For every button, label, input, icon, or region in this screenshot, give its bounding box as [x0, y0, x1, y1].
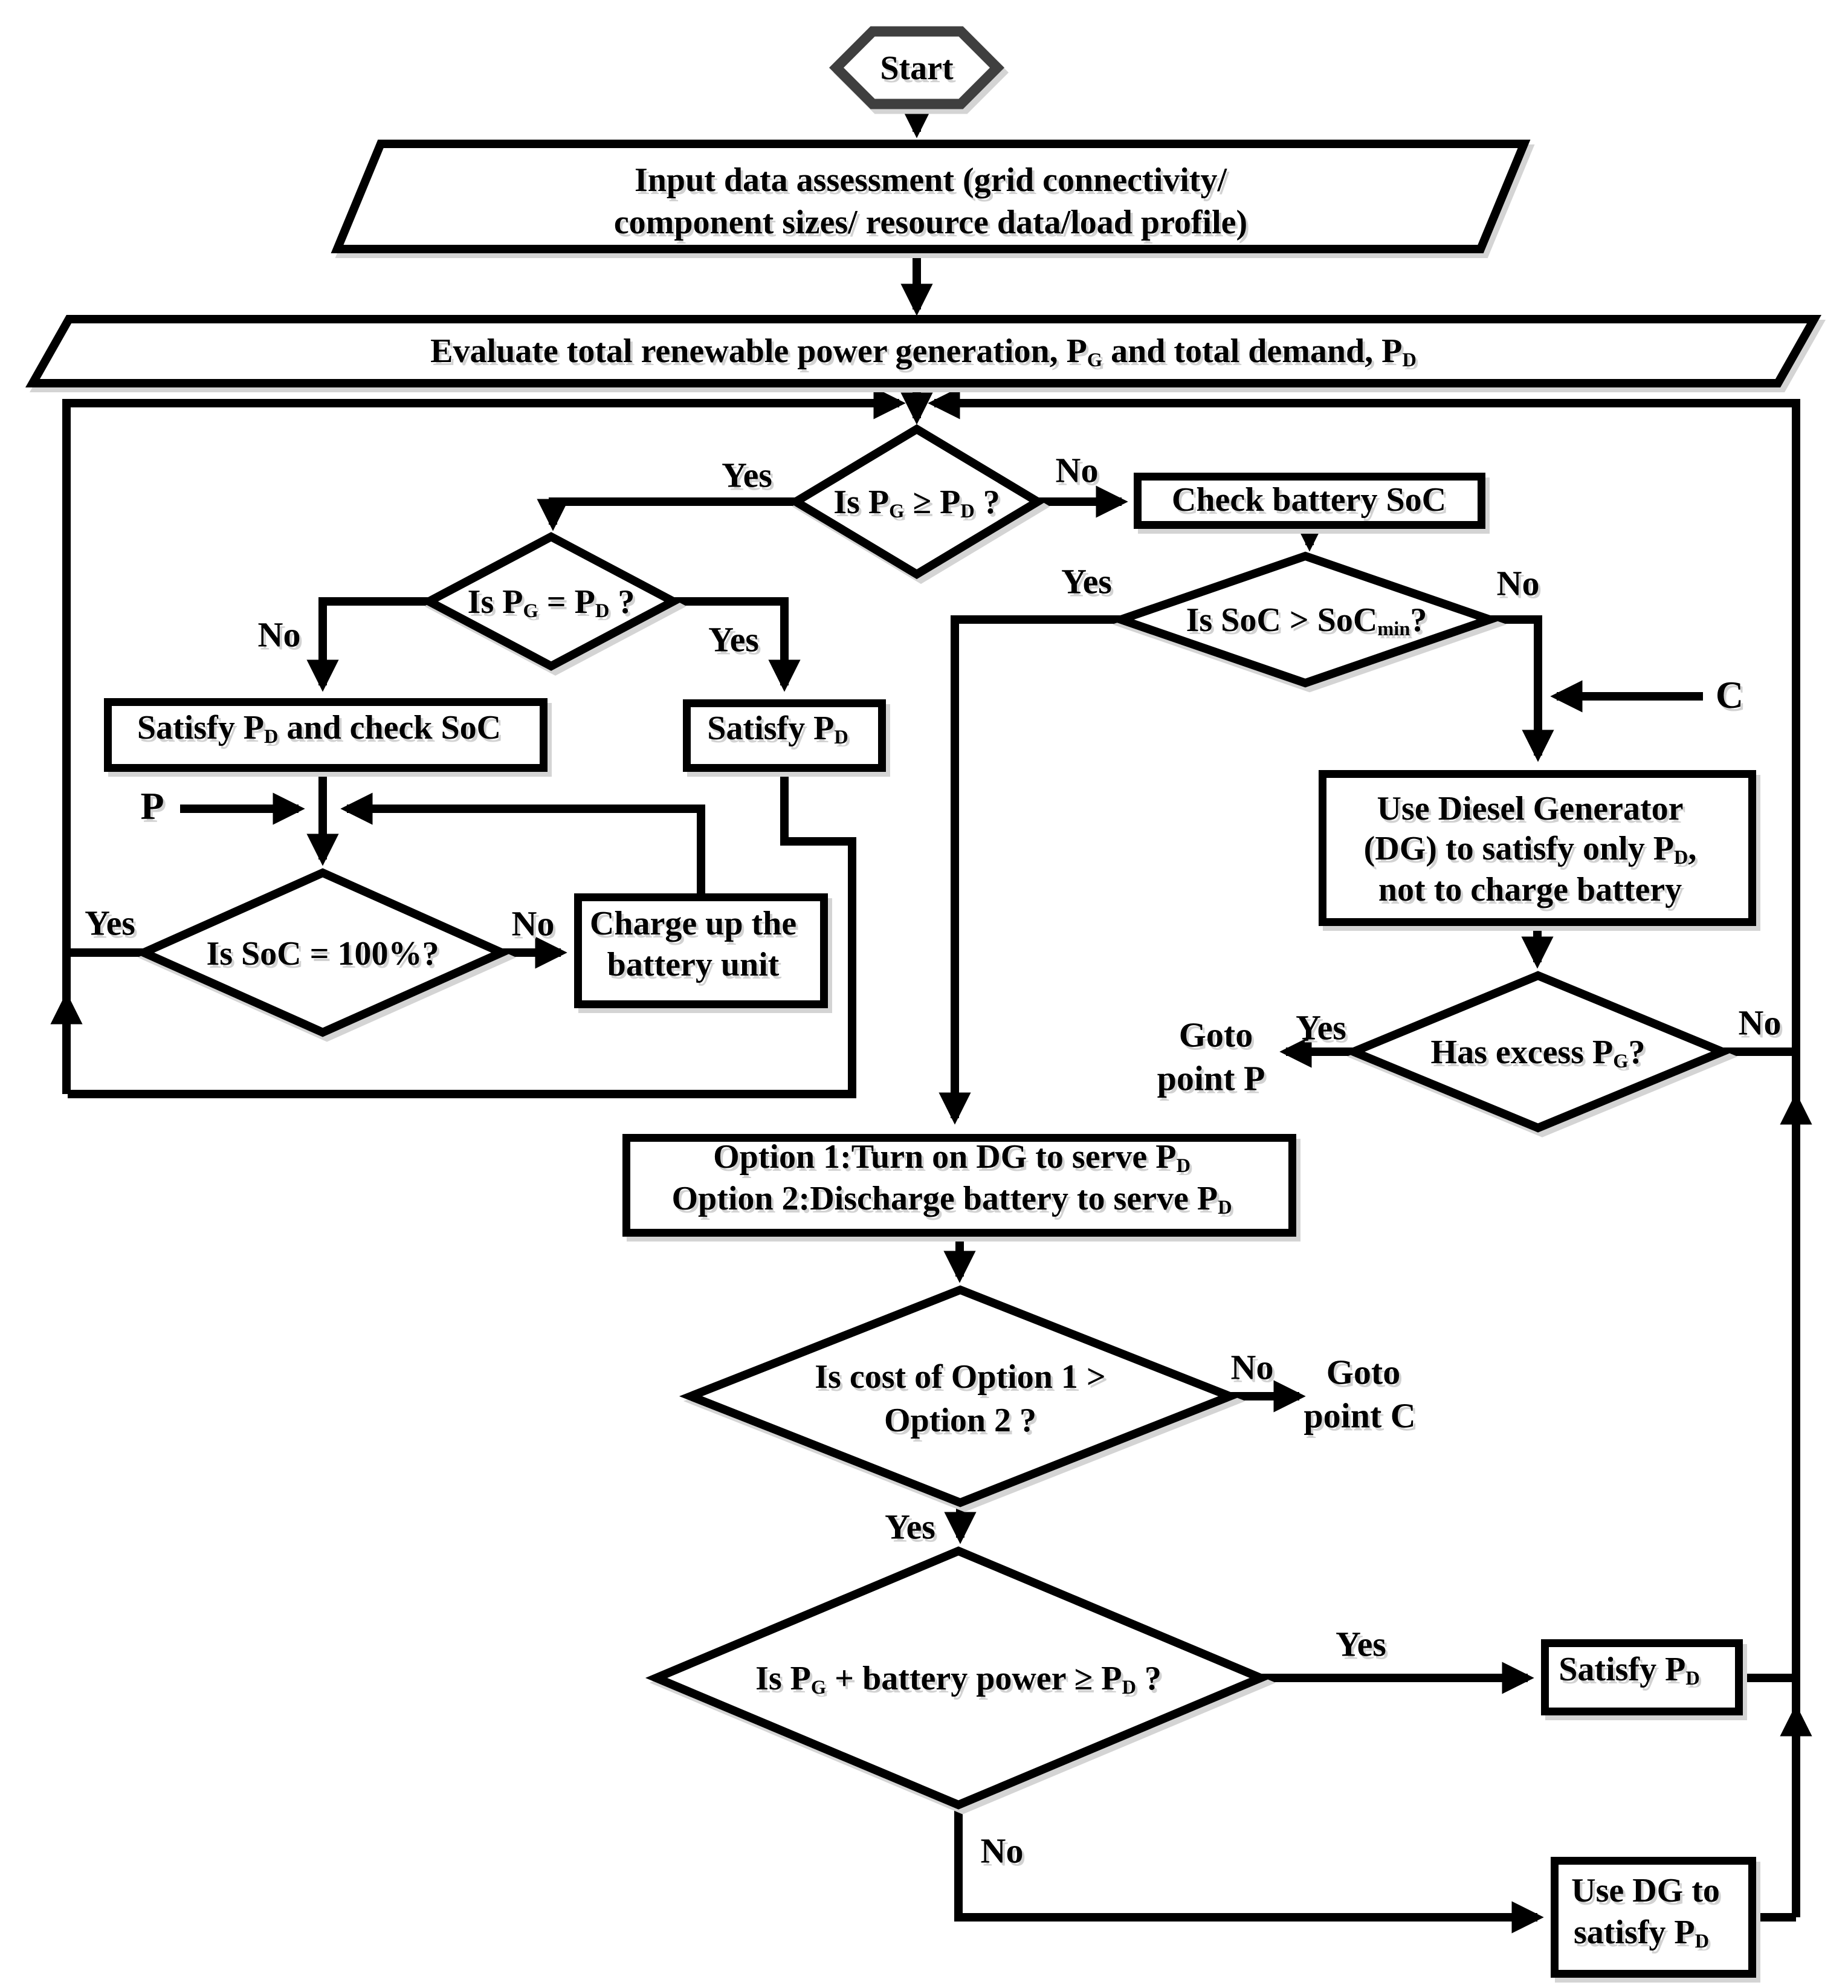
cost-line2: Option 2 ?	[884, 1402, 1037, 1439]
use-dg-bottom-box	[1551, 1857, 1756, 1978]
pg-eq-pd-yes-label: Yes	[708, 620, 759, 659]
decision-soc-100	[133, 868, 512, 1037]
has-excess-yes-label: Yes	[1296, 1008, 1346, 1047]
decision-pg-ge-pd	[787, 424, 1046, 580]
satisfy-pd-check-soc-box	[104, 698, 548, 772]
options-line2: Option 2:Discharge battery to serve PD	[671, 1179, 1232, 1219]
decision-pg-batt-ge-pd	[645, 1546, 1272, 1810]
satisfy-pd-bottom-label: Satisfy PD	[1559, 1650, 1700, 1690]
socmin-label: Is SoC > SoCmin?	[1186, 601, 1427, 641]
edge-charge-return	[340, 792, 705, 893]
pg-eq-pd-no-label: No	[257, 615, 301, 655]
decision-soc-gt-socmin	[1108, 551, 1503, 688]
decision-cost-opt1-gt-opt2	[679, 1285, 1242, 1507]
use-dg-only-pd-box	[1319, 770, 1756, 926]
pg-batt-no-label: No	[980, 1831, 1024, 1871]
input-label-line1: Input data assessment (grid connectivity…	[634, 161, 1227, 199]
goto-point-c-line1: Goto	[1326, 1352, 1401, 1392]
use-dg-only-line1: Use Diesel Generator	[1377, 790, 1684, 827]
pg-ge-pd-yes-label: Yes	[722, 455, 772, 495]
soc-100-label: Is SoC = 100%?	[206, 935, 439, 973]
use-dg-only-line2: (DG) to satisfy only PD,	[1363, 829, 1697, 869]
start-node	[829, 26, 1005, 109]
decision-has-excess-pg	[1342, 971, 1734, 1133]
pg-ge-pd-label: Is PG ≥ PD ?	[833, 483, 1000, 523]
soc-100-yes-label: Yes	[85, 903, 135, 943]
input-label-line2: component sizes/ resource data/load prof…	[613, 204, 1248, 241]
use-dg-only-line3: not to charge battery	[1378, 871, 1682, 908]
input-data-node	[331, 140, 1531, 253]
satisfy-pd-check-soc-label: Satisfy PD and check SoC	[137, 708, 502, 748]
satisfy-pd-upper-label: Satisfy PD	[707, 709, 848, 749]
charge-battery-box	[574, 893, 828, 1008]
edge-left-feedback	[62, 387, 906, 1094]
point-c-label: C	[1715, 673, 1744, 716]
pg-batt-yes-label: Yes	[1336, 1624, 1386, 1664]
goto-point-c-line2: point C	[1304, 1396, 1416, 1436]
has-excess-no-label: No	[1738, 1003, 1782, 1043]
edge-right-feedback	[928, 387, 1800, 1917]
soc-100-no-label: No	[511, 904, 555, 944]
edge-socmin-yes	[939, 615, 1121, 1125]
charge-battery-line2: battery unit	[607, 946, 780, 983]
goto-point-p-line1: Goto	[1178, 1015, 1253, 1055]
has-excess-pg-label: Has excess PG?	[1430, 1033, 1646, 1073]
options-line1: Option 1:Turn on DG to serve PD	[713, 1138, 1191, 1177]
start-label: Start	[880, 50, 954, 87]
evaluate-node	[25, 315, 1822, 387]
cost-line1: Is cost of Option 1 >	[815, 1358, 1106, 1396]
decision-pg-eq-pd	[420, 532, 682, 671]
edge-pg-eq-pd-no	[306, 597, 429, 692]
socmin-no-label: No	[1496, 563, 1540, 603]
evaluate-label: Evaluate total renewable power generatio…	[430, 332, 1417, 372]
point-p-label: P	[140, 785, 164, 827]
use-dg-bottom-line1: Use DG to	[1571, 1872, 1720, 1909]
edge-pg-eq-pd-yes	[673, 597, 801, 692]
check-battery-soc-label: Check battery SoC	[1171, 481, 1447, 519]
satisfy-pd-bottom-box	[1541, 1639, 1743, 1715]
edge-pg-ge-pd-yes	[537, 497, 796, 531]
socmin-yes-label: Yes	[1061, 562, 1112, 601]
cost-no-label: No	[1230, 1347, 1274, 1387]
goto-point-p-line2: point P	[1157, 1058, 1265, 1098]
edge-pg-batt-no	[954, 1805, 1544, 1934]
use-dg-bottom-line2: satisfy PD	[1573, 1913, 1710, 1953]
pg-batt-ge-pd-label: Is PG + battery power ≥ PD ?	[755, 1659, 1161, 1699]
options-box	[622, 1134, 1296, 1237]
charge-battery-line1: Charge up the	[589, 905, 797, 942]
satisfy-pd-upper-box	[683, 699, 886, 772]
pg-ge-pd-no-label: No	[1055, 450, 1099, 490]
edge-satisfy-pd-upper-to-loop	[68, 773, 856, 1098]
cost-yes-label: Yes	[885, 1507, 935, 1547]
edge-socmin-no	[1490, 615, 1554, 762]
pg-eq-pd-label: Is PG = PD ?	[467, 583, 635, 623]
